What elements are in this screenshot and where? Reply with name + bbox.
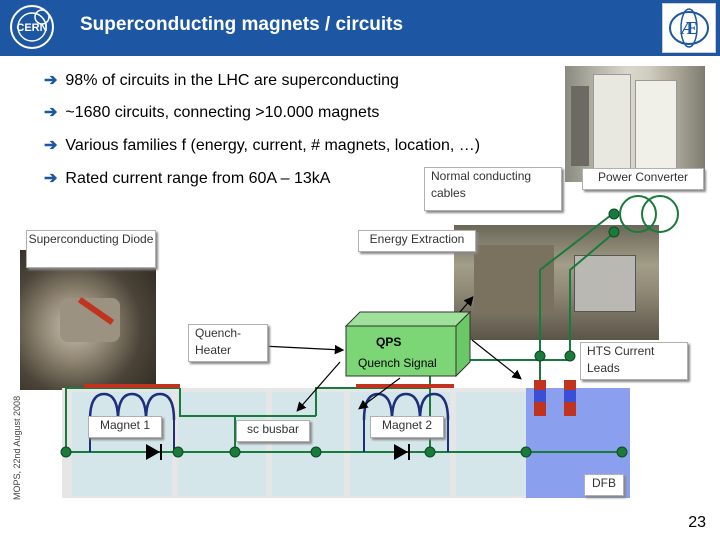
- page-title: Superconducting magnets / circuits: [80, 14, 404, 35]
- normal-cables-label: Normal conducting cables: [424, 167, 562, 211]
- header-bar: CERN Superconducting magnets / circuits …: [0, 0, 720, 56]
- qps-box: [344, 310, 472, 378]
- ae-logo-icon: Æ: [662, 3, 716, 53]
- power-converter-label: Power Converter: [582, 168, 704, 190]
- transformer-icon: [619, 195, 679, 233]
- bullet-item: ➔Rated current range from 60A – 13kA: [44, 170, 331, 187]
- bullet-item: ➔Various families f (energy, current, # …: [44, 137, 481, 154]
- side-caption: MOPS, 22nd August 2008: [12, 395, 22, 500]
- magnet2-label: Magnet 2: [370, 416, 444, 438]
- right-arrow-icon: ➔: [44, 104, 58, 121]
- page-number: 23: [688, 514, 706, 531]
- hts-leads-label: HTS Current Leads: [580, 342, 688, 380]
- diode-icon: [394, 444, 410, 460]
- right-arrow-icon: ➔: [44, 170, 58, 187]
- bullet-item: ➔98% of circuits in the LHC are supercon…: [44, 72, 399, 89]
- power-converter-photo: [565, 66, 705, 182]
- junction-dots: [60, 208, 628, 458]
- energy-extraction-label: Energy Extraction: [358, 230, 476, 252]
- energy-extraction-photo: [454, 225, 659, 340]
- diode-photo: [20, 250, 156, 390]
- right-arrow-icon: ➔: [44, 72, 58, 89]
- quench-heater-label: Quench-Heater: [188, 324, 268, 362]
- qps-label: QPS: [376, 335, 402, 349]
- svg-text:Æ: Æ: [680, 18, 698, 38]
- diode-icon: [146, 444, 162, 460]
- quench-signal-label: Quench Signal: [358, 356, 437, 370]
- bullet-item: ➔~1680 circuits, connecting >10.000 magn…: [44, 104, 380, 121]
- right-arrow-icon: ➔: [44, 137, 58, 154]
- cern-logo-text: CERN: [16, 22, 47, 34]
- cern-logo-icon: CERN: [6, 3, 58, 51]
- sc-busbar-label: sc busbar: [236, 420, 310, 442]
- dfb-label: DFB: [584, 474, 624, 496]
- sc-diode-label: Superconducting Diode: [26, 230, 156, 268]
- quench-heater-bar: [84, 384, 180, 388]
- magnet1-label: Magnet 1: [88, 416, 162, 438]
- magnet1-coil: [88, 392, 176, 421]
